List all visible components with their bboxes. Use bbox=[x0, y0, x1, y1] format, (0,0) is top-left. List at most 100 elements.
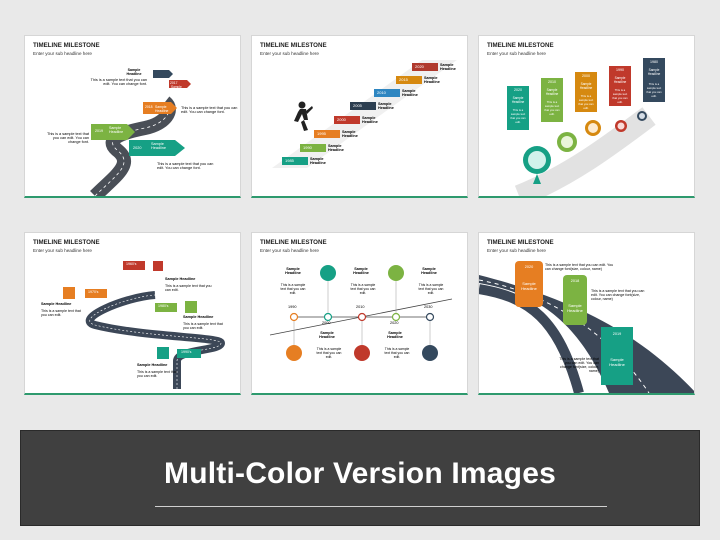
step-headline: Sample Headline bbox=[342, 130, 358, 138]
card-4 bbox=[609, 66, 631, 106]
node-year: 2030 bbox=[424, 305, 433, 309]
sample-text: This is a sample text that you can edit. bbox=[41, 309, 81, 317]
node-headline: Sample Headline bbox=[285, 267, 301, 275]
step-headline: Sample Headline bbox=[424, 76, 440, 84]
post-1 bbox=[515, 261, 543, 307]
slide-subtitle: Enter your sub headline here bbox=[487, 51, 546, 56]
step-year: 2005 bbox=[353, 103, 362, 108]
node-year: 2020 bbox=[390, 321, 399, 325]
sample-text: This is a sample text that you can edit. bbox=[350, 283, 376, 295]
flag-1980 bbox=[155, 303, 177, 312]
node-headline: Sample Headline bbox=[353, 267, 369, 275]
flag-year: 1980's bbox=[158, 304, 169, 308]
step-headline: Sample Headline bbox=[310, 157, 326, 165]
slide-thumbnail-3[interactable]: TIMELINE MILESTONE Enter your sub headli… bbox=[478, 35, 695, 198]
step-2 bbox=[396, 76, 422, 84]
winding-road-graphic bbox=[90, 70, 191, 196]
slide-title: TIMELINE MILESTONE bbox=[487, 239, 554, 246]
step-year: 2020 bbox=[415, 64, 424, 69]
post-headline: Sample Headline bbox=[567, 303, 583, 313]
slide-thumbnail-4[interactable]: TIMELINE MILESTONE Enter your sub headli… bbox=[24, 232, 241, 395]
title-banner: Multi-Color Version Images bbox=[20, 430, 700, 526]
post-year: 2020 bbox=[524, 265, 534, 269]
slide-title: TIMELINE MILESTONE bbox=[487, 42, 554, 49]
node-year: 2010 bbox=[356, 305, 365, 309]
slide-subtitle: Enter your sub headline here bbox=[260, 51, 319, 56]
step-6 bbox=[314, 130, 340, 138]
sample-text: This is a sample text that you can edit. bbox=[384, 347, 410, 359]
sample-text: This is a sample text that you can edit. bbox=[316, 347, 342, 359]
slide-thumbnail-5[interactable]: TIMELINE MILESTONE Enter your sub headli… bbox=[251, 232, 468, 395]
flag-headline: Sample Headline bbox=[183, 315, 214, 319]
banner-title: Multi-Color Version Images bbox=[164, 457, 556, 490]
climbing-person-icon bbox=[294, 101, 313, 131]
card-text: This is a sample text that you can edit. bbox=[544, 100, 560, 116]
sign-year: 2017 bbox=[170, 81, 178, 85]
flag-year: 1990's bbox=[181, 350, 192, 354]
card-text: This is a sample text that you can edit. bbox=[510, 108, 526, 124]
step-headline: Sample Headline bbox=[402, 89, 418, 97]
step-headline: Sample Headline bbox=[440, 63, 456, 71]
flag-headline: Sample Headline bbox=[137, 363, 168, 367]
slide-subtitle: Enter your sub headline here bbox=[33, 51, 92, 56]
node-headline: Sample Headline bbox=[319, 331, 335, 339]
step-5 bbox=[334, 116, 360, 124]
flag-1960 bbox=[123, 261, 145, 270]
step-year: 2015 bbox=[399, 77, 408, 82]
node-timeline-graphic bbox=[269, 265, 453, 361]
slide-subtitle: Enter your sub headline here bbox=[260, 248, 319, 253]
step-3 bbox=[374, 89, 400, 97]
sample-text: This is a sample text that you can edit.… bbox=[591, 289, 645, 301]
sample-text: This is a sample text that you can edit. bbox=[137, 370, 177, 378]
card-headline: Sample Headline bbox=[511, 96, 525, 104]
flag-year: 1960's bbox=[126, 262, 137, 266]
card-text: This is a sample text that you can edit. bbox=[578, 94, 594, 110]
post-3 bbox=[601, 327, 633, 385]
step-year: 2000 bbox=[337, 117, 346, 122]
card-year: 2020 bbox=[514, 88, 522, 92]
post-year: 2019 bbox=[612, 332, 622, 336]
milestone-sign-3 bbox=[143, 102, 177, 114]
card-year: 2000 bbox=[582, 74, 590, 78]
node-headline: Sample Headline bbox=[387, 331, 403, 339]
card-headline: Sample Headline bbox=[545, 88, 559, 96]
sample-text: This is a sample text that you can edit.… bbox=[47, 132, 89, 144]
slide-subtitle: Enter your sub headline here bbox=[487, 248, 546, 253]
sample-text: This is a sample text that you can edit.… bbox=[181, 106, 238, 114]
milestone-sign-1 bbox=[153, 70, 173, 78]
sign-year: 2020 bbox=[133, 146, 142, 150]
slide-thumbnail-6[interactable]: TIMELINE MILESTONE Enter your sub headli… bbox=[478, 232, 695, 395]
node-headline: Sample Headline bbox=[421, 267, 437, 275]
staircase-graphic bbox=[272, 60, 457, 168]
card-headline: Sample Headline bbox=[613, 76, 627, 84]
card-year: 1990 bbox=[616, 68, 624, 72]
sample-text: This is a sample text that you can edit. bbox=[418, 283, 444, 295]
perspective-road-graphic bbox=[479, 261, 694, 393]
flag-1990 bbox=[177, 349, 201, 358]
sign-headline: Sample Headline bbox=[126, 68, 142, 76]
sample-text: This is a sample text that you can edit.… bbox=[157, 162, 214, 170]
sign-year: 2018 bbox=[145, 105, 153, 109]
banner-underline bbox=[155, 506, 607, 507]
sign-headline: Sample Headline bbox=[109, 126, 124, 134]
sample-text: This is a sample text that you can edit.… bbox=[90, 78, 147, 86]
card-year: 1980 bbox=[650, 60, 658, 64]
step-7 bbox=[300, 144, 326, 152]
card-year: 2010 bbox=[548, 80, 556, 84]
sample-text: This is a sample text that you can edit. bbox=[183, 322, 223, 330]
node-icon-1 bbox=[286, 345, 302, 361]
step-1 bbox=[412, 63, 438, 71]
card-headline: Sample Headline bbox=[579, 82, 593, 90]
slide-thumbnail-1[interactable]: TIMELINE MILESTONE Enter your sub headli… bbox=[24, 35, 241, 198]
node-icon-4 bbox=[388, 265, 404, 281]
slide-title: TIMELINE MILESTONE bbox=[260, 42, 327, 49]
milestone-sign-5 bbox=[129, 140, 185, 156]
card-text: This is a sample text that you can edit. bbox=[612, 88, 628, 104]
card-text: This is a sample text that you can edit. bbox=[646, 82, 662, 98]
card-1 bbox=[507, 86, 529, 130]
slide-thumbnail-2[interactable]: TIMELINE MILESTONE Enter your sub headli… bbox=[251, 35, 468, 198]
flag-headline: Sample Headline bbox=[165, 277, 196, 281]
step-headline: Sample Headline bbox=[378, 102, 394, 110]
sample-text: This is a sample text that you can edit. bbox=[280, 283, 306, 295]
node-icon-5 bbox=[422, 345, 438, 361]
